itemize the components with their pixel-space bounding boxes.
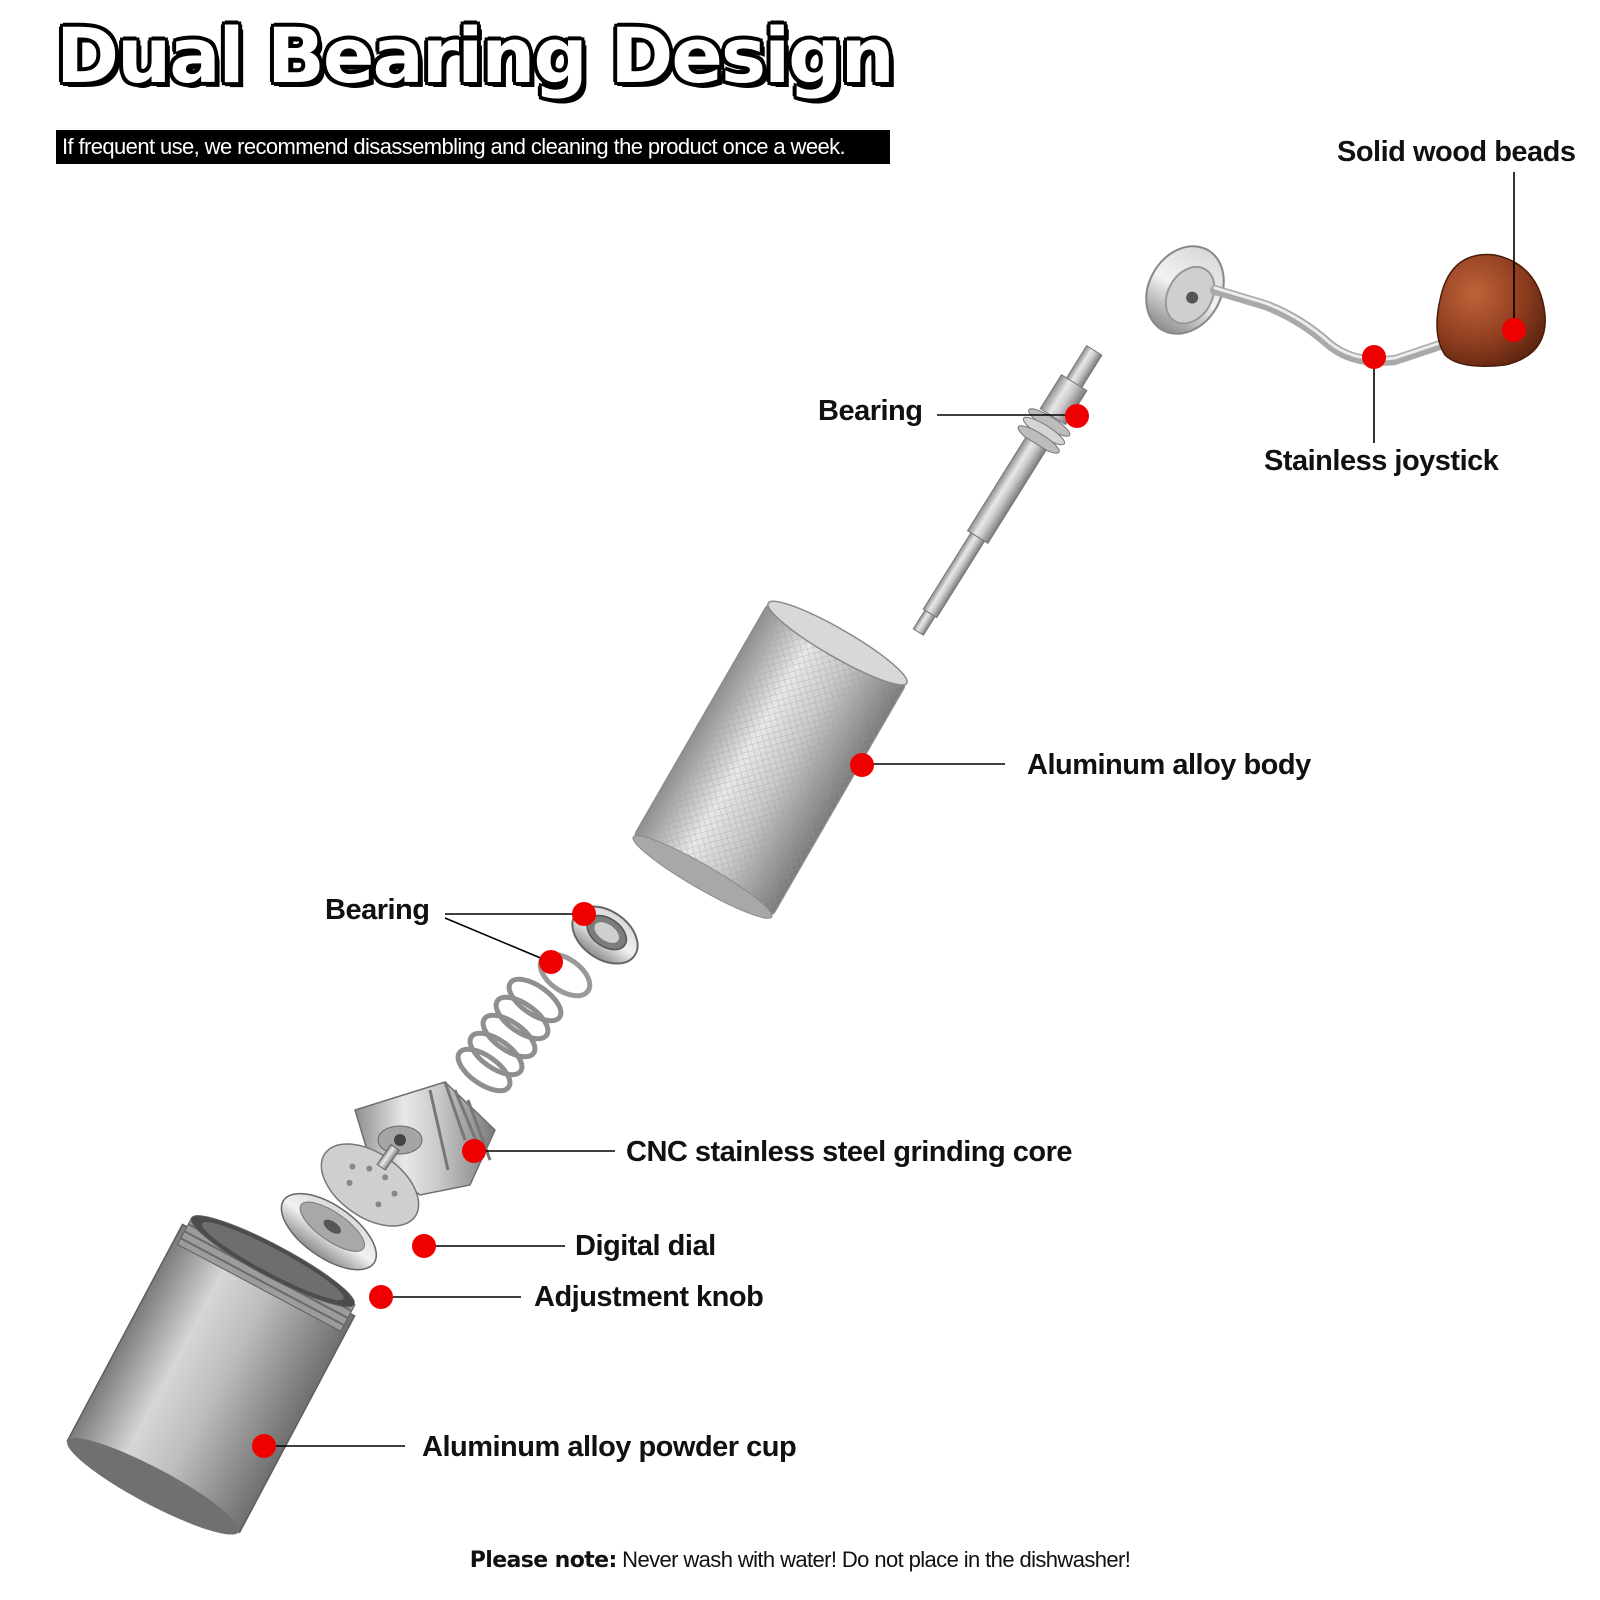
label-core: CNC stainless steel grinding core bbox=[626, 1136, 1073, 1168]
note-text: Never wash with water! Do not place in t… bbox=[616, 1547, 1131, 1572]
marker-joystick bbox=[1362, 345, 1386, 369]
label-joystick: Stainless joystick bbox=[1264, 445, 1499, 477]
label-body: Aluminum alloy body bbox=[1027, 749, 1311, 781]
crank-arm bbox=[1210, 285, 1445, 366]
marker-core bbox=[462, 1139, 486, 1163]
label-knob: Adjustment knob bbox=[534, 1281, 764, 1313]
footer-note: Please note: Never wash with water! Do n… bbox=[0, 1547, 1600, 1573]
powder-cup bbox=[66, 1215, 356, 1535]
lower-bearing bbox=[571, 905, 639, 965]
label-cup: Aluminum alloy powder cup bbox=[422, 1431, 797, 1463]
adjustment-knob-part bbox=[280, 1192, 378, 1271]
page-title: Dual Bearing Design bbox=[55, 11, 897, 100]
label-top-bearing: Bearing bbox=[818, 395, 923, 427]
digital-dial-part bbox=[320, 1143, 420, 1227]
label-lower-bearing: Bearing bbox=[325, 894, 430, 926]
marker-lower-bearing-2 bbox=[539, 950, 563, 974]
crank-plate bbox=[1145, 245, 1225, 335]
marker-lower-bearing-1 bbox=[572, 902, 596, 926]
alloy-body bbox=[632, 600, 908, 919]
callout-markers bbox=[252, 318, 1526, 1458]
label-dial: Digital dial bbox=[575, 1230, 716, 1262]
marker-knob bbox=[369, 1285, 393, 1309]
marker-wood-beads bbox=[1502, 318, 1526, 342]
wood-knob bbox=[1436, 253, 1546, 367]
marker-cup bbox=[252, 1434, 276, 1458]
marker-body bbox=[850, 753, 874, 777]
marker-dial bbox=[412, 1234, 436, 1258]
page-subtitle: If frequent use, we recommend disassembl… bbox=[56, 130, 890, 164]
marker-top-bearing bbox=[1065, 404, 1089, 428]
crank-handle bbox=[1145, 245, 1546, 367]
label-wood-beads: Solid wood beads bbox=[1337, 136, 1576, 168]
leader-lower-bearing-2 bbox=[444, 917, 551, 963]
leader-lines bbox=[264, 172, 1515, 1447]
spring bbox=[455, 976, 564, 1094]
note-label: Please note: bbox=[469, 1548, 618, 1573]
drive-shaft bbox=[912, 344, 1103, 636]
